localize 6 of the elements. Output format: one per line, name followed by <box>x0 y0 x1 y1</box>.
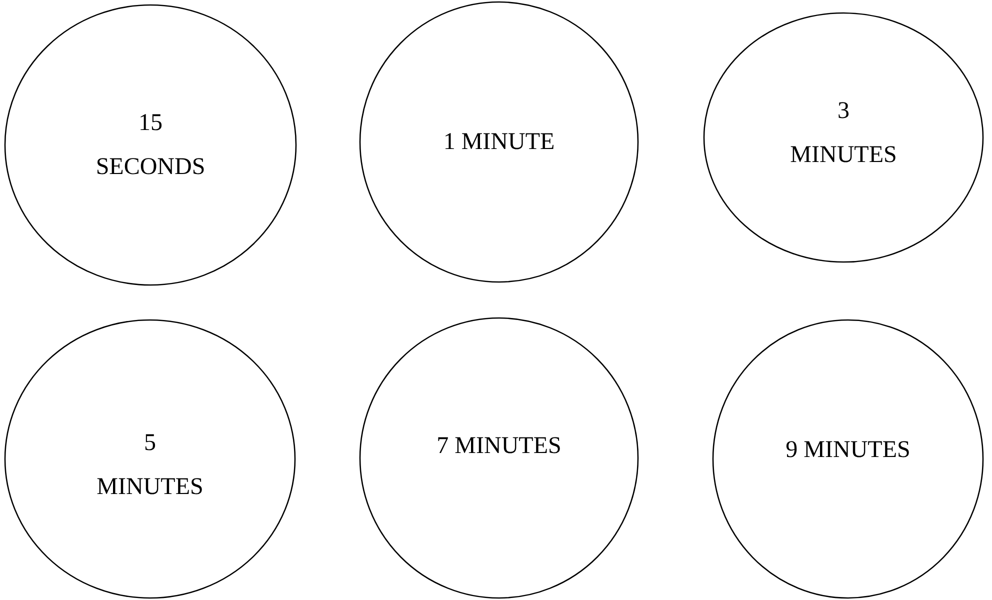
duration-label: 15 SECONDS <box>94 109 206 182</box>
duration-label: 7 MINUTES <box>436 432 562 461</box>
duration-label: 5 MINUTES <box>96 429 204 502</box>
duration-label: 1 MINUTE <box>443 128 555 157</box>
duration-label: 9 MINUTES <box>786 436 910 465</box>
duration-label: 3 MINUTES <box>789 97 898 170</box>
